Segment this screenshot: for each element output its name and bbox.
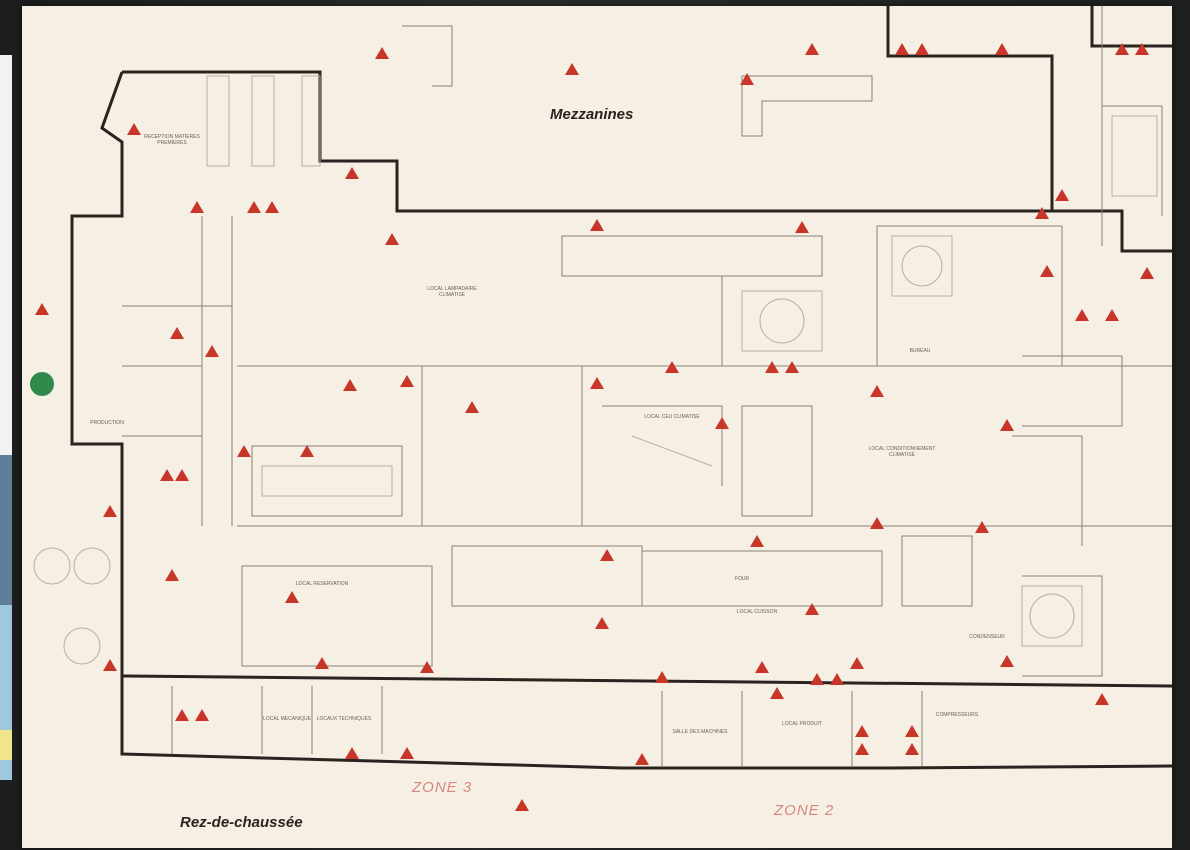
warning-triangle-icon	[635, 753, 649, 765]
warning-triangle-icon	[190, 201, 204, 213]
room-label-bureau: BUREAU	[909, 348, 931, 354]
warning-triangle-icon	[995, 43, 1009, 55]
warning-triangle-icon	[1140, 267, 1154, 279]
floor-plan-drawing	[30, 6, 1172, 811]
adjacent-photo-edge	[0, 55, 12, 780]
warning-triangle-icon	[400, 747, 414, 759]
room-label-cuisson: LOCAL CUISSON	[736, 609, 778, 615]
warning-triangle-icon	[1115, 43, 1129, 55]
room-label-ceu: LOCAL CEU CLIMATISE	[644, 414, 700, 420]
room-label-conditionnement: LOCAL CONDITIONNEMENT CLIMATISE	[868, 446, 936, 458]
warning-triangle-icon	[205, 345, 219, 357]
room-label-compresseurs: COMPRESSEURS	[935, 712, 979, 718]
warning-triangle-icon	[103, 505, 117, 517]
mezzanine-wall	[886, 6, 1054, 211]
warning-triangle-icon	[770, 687, 784, 699]
warning-triangle-icon	[103, 659, 117, 671]
room-label-reservation: LOCAL RESERVATION	[295, 581, 349, 587]
warning-triangle-icon	[600, 549, 614, 561]
room-label-lampadaire: LOCAL LAMPADAIRE CLIMATISE	[427, 286, 477, 298]
warning-triangle-icon	[170, 327, 184, 339]
mezzanine-wall-right	[1090, 6, 1172, 48]
warning-triangle-icon	[590, 219, 604, 231]
warning-triangle-icon	[400, 375, 414, 387]
room-label-produit: LOCAL PRODUIT	[781, 721, 823, 727]
warning-triangle-icon	[1135, 43, 1149, 55]
warning-triangle-icon	[1035, 207, 1049, 219]
warning-triangle-icon	[343, 379, 357, 391]
equipment-detail	[33, 75, 1158, 665]
exit-point-icon	[30, 372, 54, 396]
safety-markers	[30, 43, 1154, 811]
warning-triangle-icon	[565, 63, 579, 75]
warning-triangle-icon	[755, 661, 769, 673]
warning-triangle-icon	[740, 73, 754, 85]
warning-triangle-icon	[895, 43, 909, 55]
warning-triangle-icon	[715, 417, 729, 429]
warning-triangle-icon	[195, 709, 209, 721]
warning-triangle-icon	[805, 603, 819, 615]
warning-triangle-icon	[515, 799, 529, 811]
warning-triangle-icon	[915, 43, 929, 55]
mezzanines-label: Mezzanines	[550, 106, 634, 123]
warning-triangle-icon	[1095, 693, 1109, 705]
warning-triangle-icon	[165, 569, 179, 581]
warning-triangle-icon	[420, 661, 434, 673]
room-label-salle-machines: SALLE DES MACHINES	[672, 729, 728, 735]
warning-triangle-icon	[905, 743, 919, 755]
room-label-reception: RECEPTION MATIERES PREMIERES	[144, 134, 200, 146]
floor-plan-sheet: Mezzanines Rez-de-chaussée ZONE 3 ZONE 2…	[22, 6, 1172, 848]
room-label-mecanique: LOCAL MECANIQUE	[263, 716, 311, 722]
warning-triangle-icon	[795, 221, 809, 233]
warning-triangle-icon	[1105, 309, 1119, 321]
warning-triangle-icon	[465, 401, 479, 413]
warning-triangle-icon	[1000, 419, 1014, 431]
warning-triangle-icon	[285, 591, 299, 603]
warning-triangle-icon	[805, 43, 819, 55]
warning-triangle-icon	[315, 657, 329, 669]
warning-triangle-icon	[855, 743, 869, 755]
warning-triangle-icon	[385, 233, 399, 245]
warning-triangle-icon	[765, 361, 779, 373]
warning-triangle-icon	[1075, 309, 1089, 321]
ground-floor-label: Rez-de-chaussée	[180, 814, 303, 831]
room-label-condenseur: CONDENSEUR	[969, 634, 1005, 640]
zone3-label: ZONE 3	[412, 779, 473, 796]
warning-triangle-icon	[345, 167, 359, 179]
lower-corridor-wall	[121, 674, 1172, 688]
warning-triangle-icon	[175, 469, 189, 481]
warning-triangle-icon	[655, 671, 669, 683]
warning-triangle-icon	[160, 469, 174, 481]
warning-triangle-icon	[1040, 265, 1054, 277]
warning-triangle-icon	[1000, 655, 1014, 667]
warning-triangle-icon	[35, 303, 49, 315]
room-label-four: FOUR	[734, 576, 750, 582]
warning-triangle-icon	[247, 201, 261, 213]
warning-triangle-icon	[810, 673, 824, 685]
warning-triangle-icon	[750, 535, 764, 547]
warning-triangle-icon	[855, 725, 869, 737]
warning-triangle-icon	[905, 725, 919, 737]
warning-triangle-icon	[345, 747, 359, 759]
zone2-label: ZONE 2	[774, 802, 835, 819]
warning-triangle-icon	[870, 517, 884, 529]
warning-triangle-icon	[830, 673, 844, 685]
warning-triangle-icon	[300, 445, 314, 457]
warning-triangle-icon	[1055, 189, 1069, 201]
warning-triangle-icon	[175, 709, 189, 721]
warning-triangle-icon	[265, 201, 279, 213]
warning-triangle-icon	[237, 445, 251, 457]
warning-triangle-icon	[375, 47, 389, 59]
warning-triangle-icon	[595, 617, 609, 629]
room-label-production: PRODUCTION	[90, 420, 124, 426]
warning-triangle-icon	[785, 361, 799, 373]
warning-triangle-icon	[127, 123, 141, 135]
warning-triangle-icon	[665, 361, 679, 373]
warning-triangle-icon	[590, 377, 604, 389]
interior-lines	[122, 6, 1172, 766]
warning-triangle-icon	[975, 521, 989, 533]
warning-triangle-icon	[850, 657, 864, 669]
room-label-techniques: LOCAUX TECHNIQUES	[316, 716, 372, 722]
warning-triangle-icon	[870, 385, 884, 397]
